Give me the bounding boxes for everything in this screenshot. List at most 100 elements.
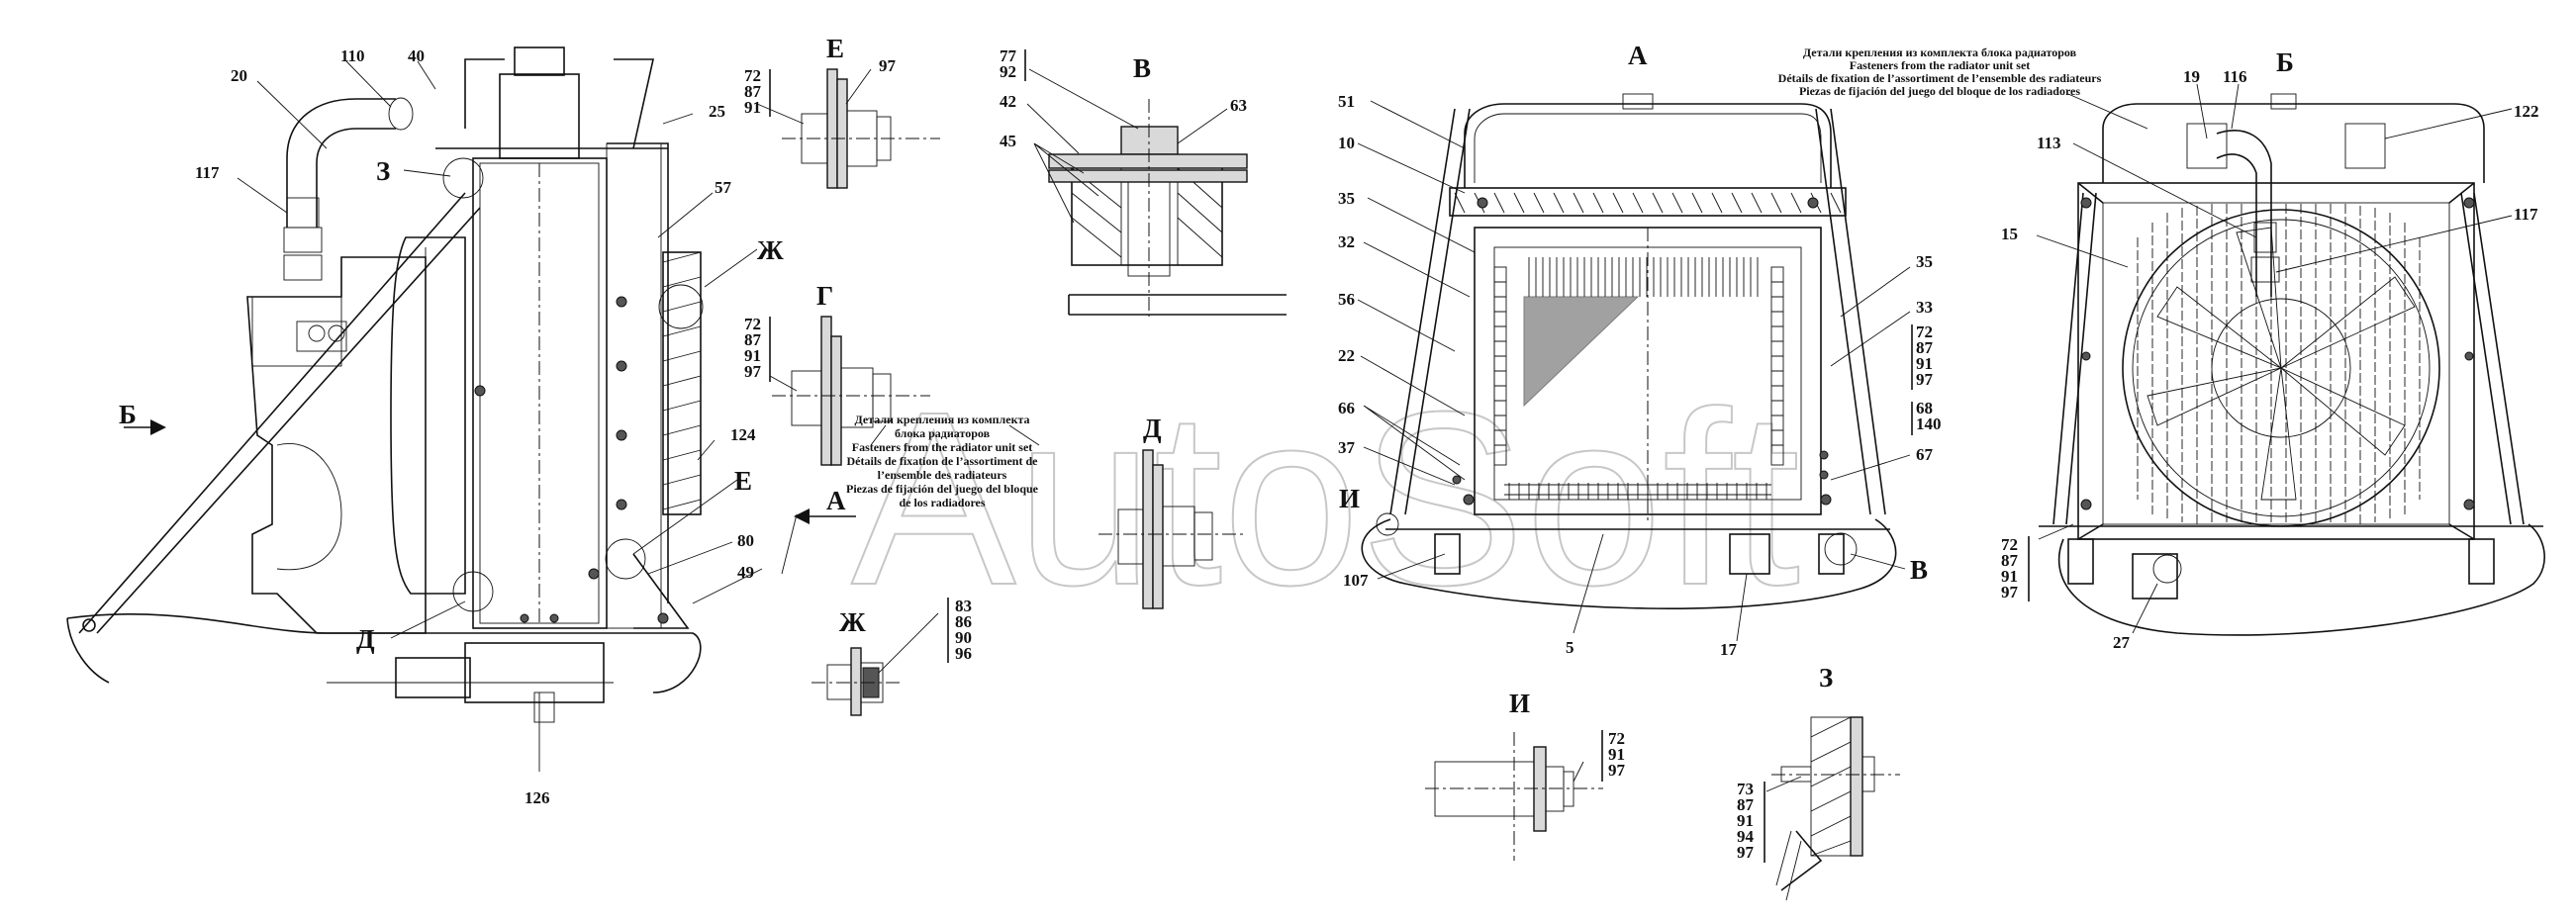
note-center-5: Piezas de fijación del juego del bloque bbox=[846, 482, 1039, 496]
detail-zh: Ж 83 86 90 96 bbox=[811, 597, 972, 716]
detail-v-45: 45 bbox=[1000, 132, 1016, 150]
label-110: 110 bbox=[340, 46, 365, 65]
label-view-zh-ref: Ж bbox=[757, 235, 784, 265]
watermark: AutoSoft bbox=[851, 360, 1800, 636]
detail-i: И 72 91 97 bbox=[1425, 689, 1626, 861]
detail-e-title: Е bbox=[826, 34, 844, 63]
front-label-68: 68 bbox=[1916, 399, 1933, 417]
side-view: 20 110 40 25 117 З 57 Ж Б 124 Е 80 49 Д … bbox=[66, 46, 856, 807]
label-117: 117 bbox=[195, 163, 220, 182]
note-center-2: Fasteners from the radiator unit set bbox=[852, 440, 1033, 454]
label-view-z-ref: З bbox=[376, 156, 390, 186]
detail-e-stack-2: 91 bbox=[744, 98, 761, 117]
detail-i-stack-2: 97 bbox=[1608, 761, 1626, 780]
label-57: 57 bbox=[715, 178, 732, 197]
detail-i-stack-1: 91 bbox=[1608, 745, 1625, 764]
detail-e-stack-0: 72 bbox=[744, 66, 761, 85]
front-label-107: 107 bbox=[1343, 571, 1369, 590]
label-25: 25 bbox=[709, 102, 725, 121]
label-view-d-ref: Д bbox=[356, 624, 375, 654]
detail-zh-stack-3: 96 bbox=[955, 644, 972, 663]
label-view-e-ref: Е bbox=[734, 466, 752, 496]
note-center-1: блока радиаторов bbox=[895, 426, 991, 440]
detail-e-97: 97 bbox=[879, 56, 897, 75]
detail-g-stack-1: 87 bbox=[744, 330, 762, 349]
detail-z-stack-4: 97 bbox=[1737, 843, 1755, 862]
front-label-33: 33 bbox=[1916, 298, 1933, 317]
label-view-a-ref: А bbox=[826, 486, 846, 515]
note-center-4: l’ensemble des radiateurs bbox=[878, 468, 1007, 482]
rear-label-113: 113 bbox=[2037, 134, 2061, 152]
front-label-67: 67 bbox=[1916, 445, 1934, 464]
front-label-35-left: 35 bbox=[1338, 189, 1355, 208]
detail-i-title: И bbox=[1509, 689, 1530, 718]
front-label-22: 22 bbox=[1338, 346, 1355, 365]
rear-label-117: 117 bbox=[2514, 205, 2538, 224]
detail-z-stack-2: 91 bbox=[1737, 811, 1754, 830]
front-stack-1: 87 bbox=[1916, 338, 1934, 357]
detail-zh-title: Ж bbox=[839, 607, 866, 637]
detail-g-stack-3: 97 bbox=[744, 362, 762, 381]
detail-zh-stack-0: 83 bbox=[955, 597, 972, 615]
detail-e: Е 72 87 91 97 bbox=[744, 34, 940, 189]
detail-v-77: 77 bbox=[1000, 46, 1017, 65]
front-label-51: 51 bbox=[1338, 92, 1355, 111]
front-label-17: 17 bbox=[1720, 640, 1738, 659]
detail-g: Г 72 87 91 97 bbox=[744, 281, 930, 466]
detail-z-stack-0: 73 bbox=[1737, 780, 1754, 798]
note-top-0: Детали крепления из комплекта блока ради… bbox=[1803, 46, 2077, 59]
front-view-a: А bbox=[1338, 41, 1942, 659]
detail-v-42: 42 bbox=[1000, 92, 1016, 111]
detail-z-title: З bbox=[1819, 663, 1833, 692]
detail-g-stack-2: 91 bbox=[744, 346, 761, 365]
front-view-title: А bbox=[1628, 41, 1648, 70]
front-label-56: 56 bbox=[1338, 290, 1355, 309]
front-stack-2: 91 bbox=[1916, 354, 1933, 373]
label-view-b-ref: Б bbox=[119, 400, 137, 429]
detail-z-stack-3: 94 bbox=[1737, 827, 1755, 846]
detail-v-92: 92 bbox=[1000, 62, 1016, 81]
rear-label-15: 15 bbox=[2001, 225, 2018, 243]
note-top-2: Détails de fixation de l’assortiment de … bbox=[1778, 71, 2102, 85]
detail-z-stack-1: 87 bbox=[1737, 795, 1755, 814]
note-center-0: Детали крепления из комплекта bbox=[854, 413, 1029, 426]
label-124: 124 bbox=[730, 425, 756, 444]
detail-d-title: Д bbox=[1143, 414, 1162, 443]
label-40: 40 bbox=[408, 46, 425, 65]
detail-v: В 77 92 42 45 63 bbox=[1000, 46, 1287, 317]
front-label-10: 10 bbox=[1338, 134, 1355, 152]
detail-g-stack-0: 72 bbox=[744, 315, 761, 333]
rear-label-122: 122 bbox=[2514, 102, 2539, 121]
rear-label-27: 27 bbox=[2113, 633, 2131, 652]
front-label-66: 66 bbox=[1338, 399, 1355, 417]
rear-stack-3: 97 bbox=[2001, 583, 2019, 601]
detail-z: З 73 87 91 94 97 bbox=[1737, 663, 1900, 901]
front-stack-0: 72 bbox=[1916, 323, 1933, 341]
detail-v-63: 63 bbox=[1230, 96, 1247, 115]
detail-zh-stack-1: 86 bbox=[955, 612, 972, 631]
detail-g-title: Г bbox=[816, 281, 833, 311]
front-label-37: 37 bbox=[1338, 438, 1356, 457]
detail-zh-stack-2: 90 bbox=[955, 628, 972, 647]
rear-view-title: Б bbox=[2276, 47, 2294, 77]
detail-d: Д bbox=[1098, 414, 1247, 609]
note-center-3: Détails de fixation de l’assortiment de bbox=[847, 454, 1039, 468]
note-top-3: Piezas de fijación del juego del bloque … bbox=[1799, 84, 2080, 98]
rear-stack-0: 72 bbox=[2001, 535, 2018, 554]
front-stack-3: 97 bbox=[1916, 370, 1934, 389]
front-label-view-v-ref: В bbox=[1910, 555, 1928, 585]
rear-stack-2: 91 bbox=[2001, 567, 2018, 586]
front-label-5: 5 bbox=[1566, 638, 1574, 657]
rear-stack-1: 87 bbox=[2001, 551, 2019, 570]
rear-view-b: Б bbox=[2001, 47, 2545, 652]
label-80: 80 bbox=[737, 531, 754, 550]
note-center-6: de los radiadores bbox=[899, 496, 985, 509]
label-49: 49 bbox=[737, 563, 754, 582]
detail-v-title: В bbox=[1133, 53, 1151, 83]
label-126: 126 bbox=[525, 788, 550, 807]
rear-label-19: 19 bbox=[2183, 67, 2200, 86]
fasteners-note-top: Детали крепления из комплекта блока ради… bbox=[1778, 46, 2148, 130]
front-label-view-i-ref: И bbox=[1339, 484, 1360, 513]
front-label-140: 140 bbox=[1916, 415, 1942, 433]
